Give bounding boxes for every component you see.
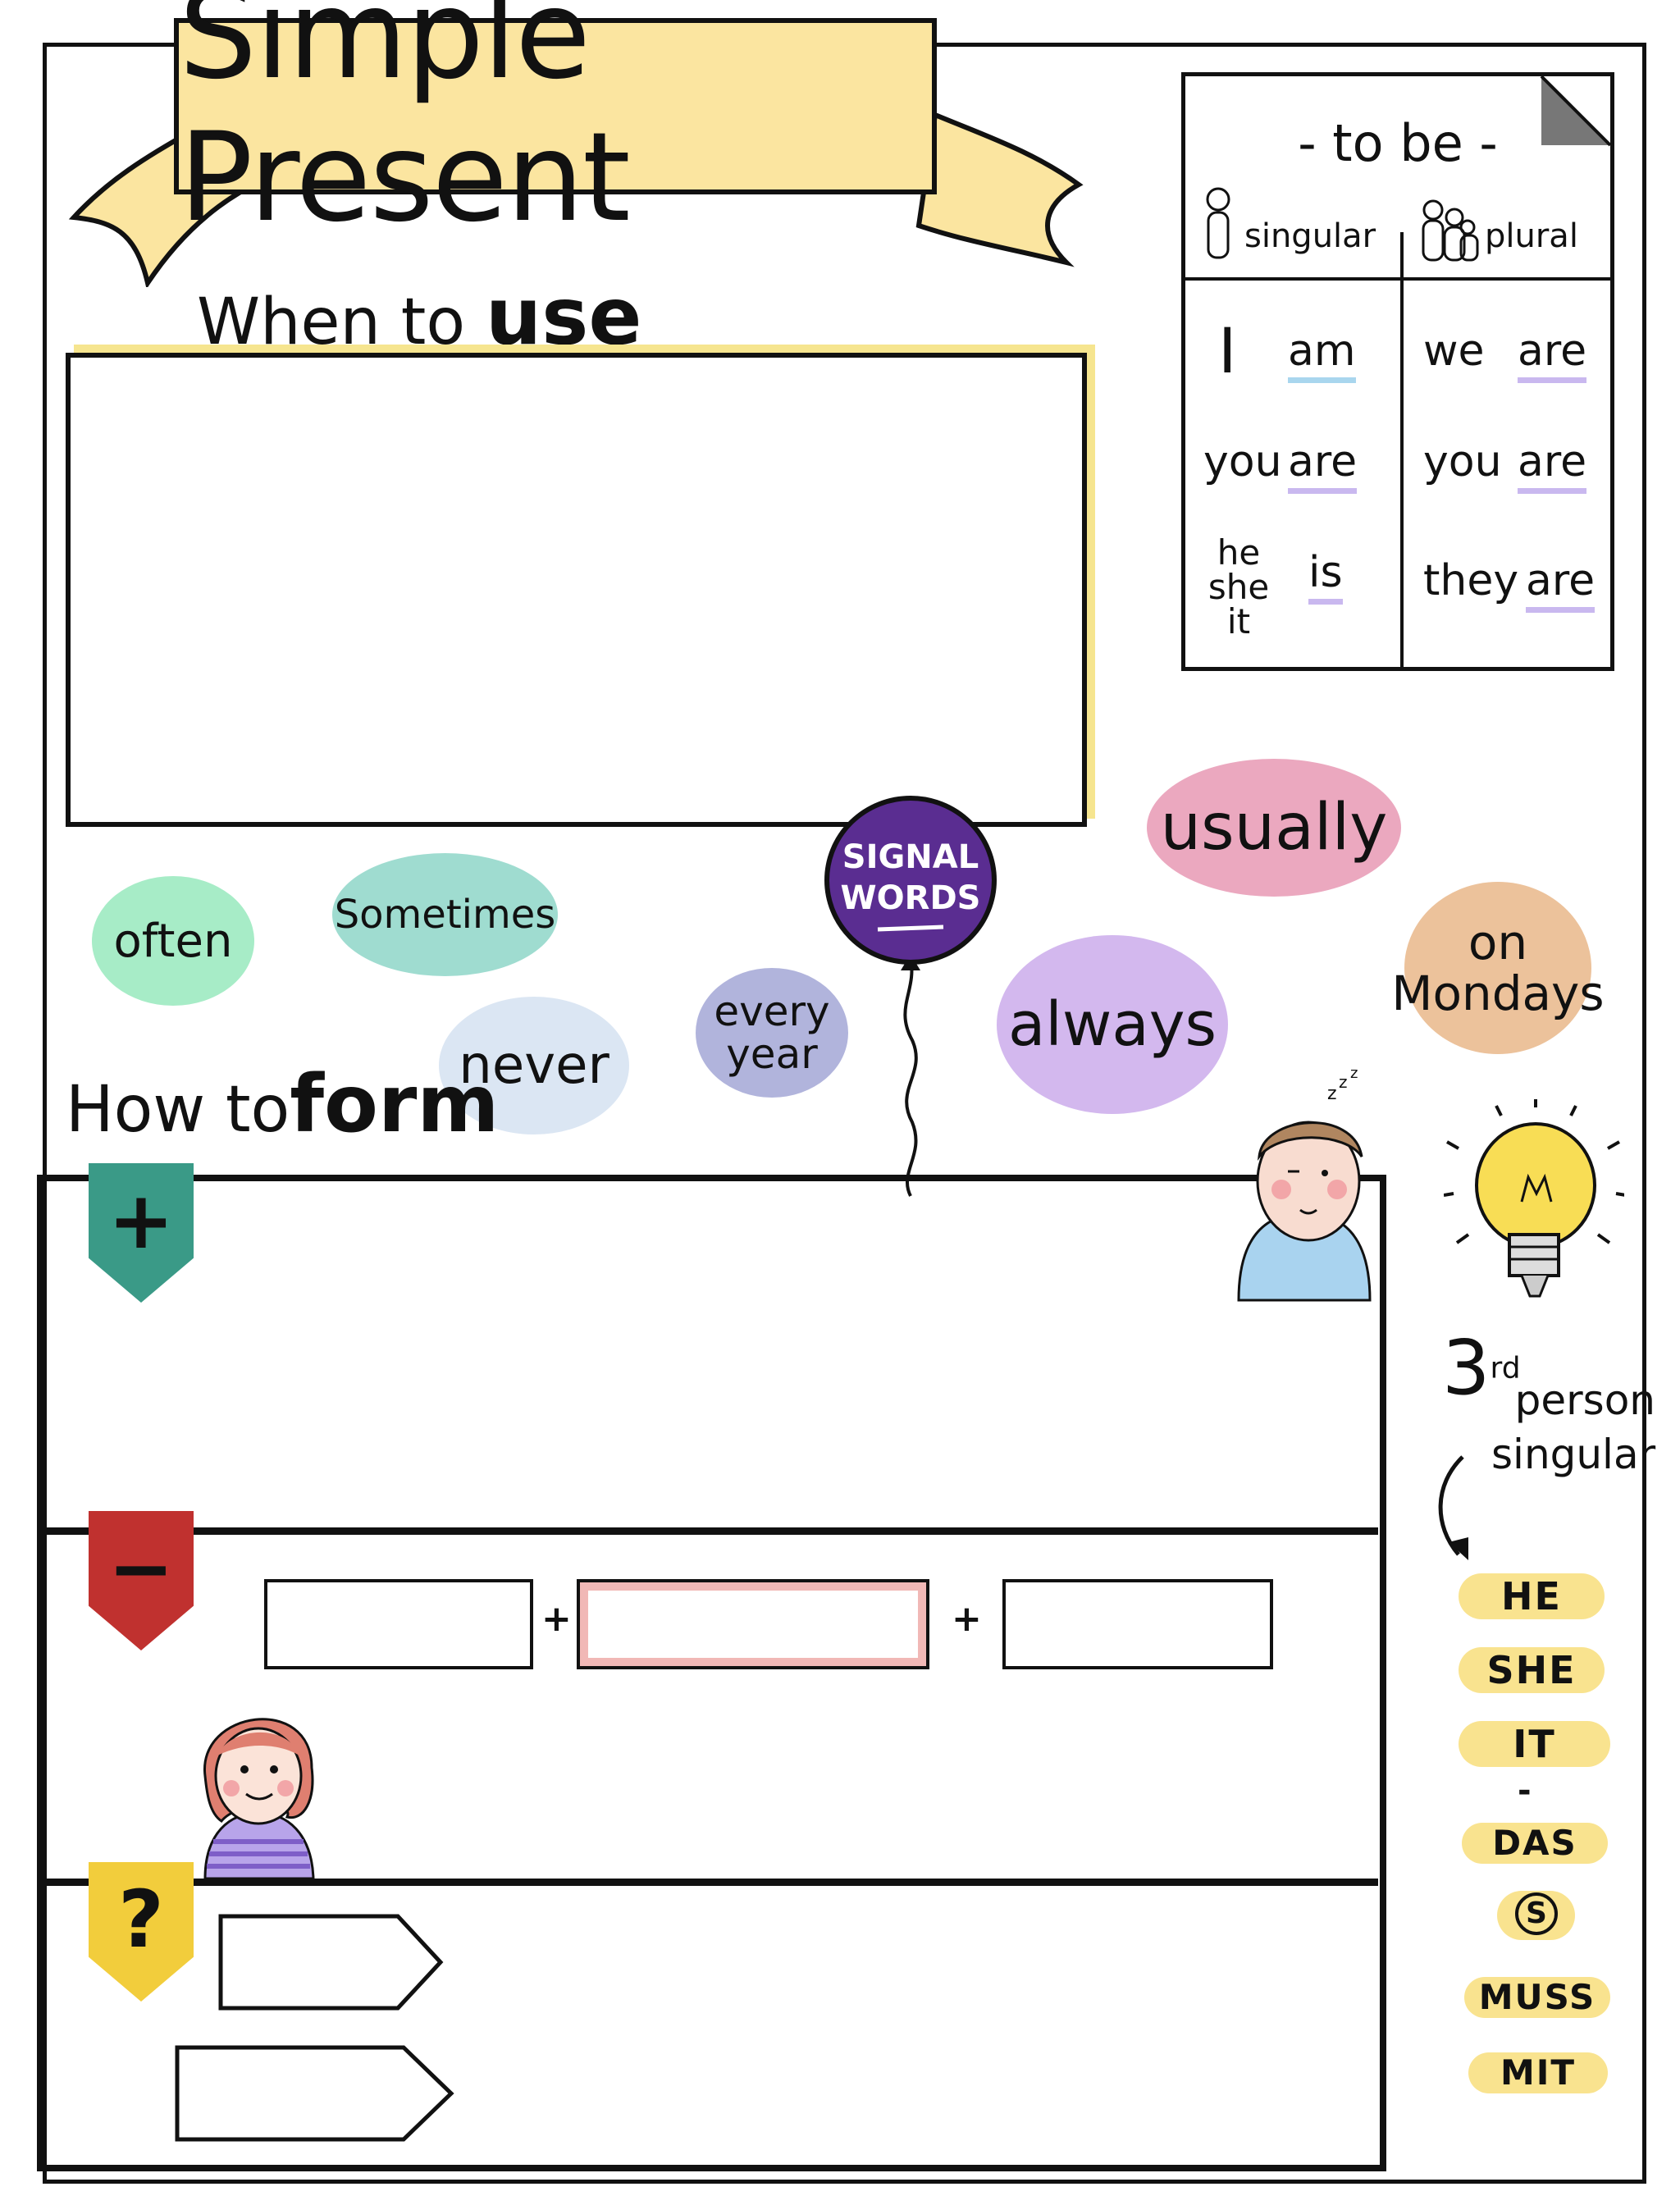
- svg-text:z: z: [1327, 1084, 1337, 1104]
- signal-word-on-mondays: on Mondays: [1391, 882, 1605, 1054]
- third-person-sup: rd: [1490, 1351, 1521, 1386]
- group-people-icon: [1422, 199, 1479, 262]
- singular-verb-3: is: [1308, 548, 1343, 605]
- signal-word-usually: usually: [1147, 759, 1401, 897]
- plural-verb-1: are: [1518, 326, 1587, 383]
- use-heading-prefix: When to: [197, 285, 466, 359]
- balloon-icon: [824, 796, 997, 1197]
- signal-words-balloon-label: SIGNAL WORDS: [840, 838, 981, 917]
- plural-pronoun-2: you: [1423, 437, 1502, 486]
- to-be-divider-horizontal: [1185, 277, 1610, 281]
- title-banner: Simple Present: [174, 0, 937, 249]
- form-heading-prefix: How to: [66, 1073, 290, 1147]
- mnemonic-s: S: [1515, 1892, 1558, 1935]
- signal-word-never: never: [439, 997, 629, 1134]
- third-person-number: 3: [1442, 1324, 1491, 1412]
- mnemonic-she: SHE: [1459, 1647, 1605, 1693]
- mnemonic-das: DAS: [1462, 1823, 1608, 1864]
- plus-icon: +: [107, 1175, 175, 1267]
- singular-label: singular: [1244, 217, 1376, 255]
- section-divider-1: [37, 1527, 1378, 1535]
- use-heading-bold: use: [485, 271, 642, 363]
- negative-slot-2[interactable]: [577, 1579, 929, 1669]
- question-arrow-box-1[interactable]: [217, 1911, 447, 2014]
- third-person-rest: person singular: [1491, 1376, 1656, 1478]
- plural-pronoun-1: we: [1423, 326, 1485, 376]
- form-heading-bold: form: [290, 1058, 500, 1150]
- girl-illustration: [203, 1718, 315, 1879]
- signal-word-every-year: every year: [696, 968, 848, 1098]
- positive-section[interactable]: [41, 1181, 1374, 1526]
- to-be-title: - to be -: [1298, 113, 1498, 173]
- page-corner-fold-icon: [1535, 75, 1612, 147]
- negative-slot-3[interactable]: [1002, 1579, 1273, 1669]
- singular-pronoun-1: I: [1218, 314, 1237, 387]
- light-bulb-icon: [1444, 1099, 1624, 1298]
- third-person-label: 3rd person singular: [1442, 1331, 1656, 1481]
- question-mark-icon: ?: [118, 1874, 164, 1965]
- curved-arrow-icon: [1438, 1455, 1468, 1560]
- svg-text:z: z: [1339, 1072, 1348, 1092]
- plus-sign-1: +: [541, 1598, 572, 1640]
- singular-pronoun-3: he she it: [1208, 532, 1270, 641]
- to-be-card: - to be - singular plural I am you are h…: [1181, 72, 1614, 671]
- sleepy-boy-illustration: z z z: [1237, 1066, 1372, 1302]
- plural-label: plural: [1485, 217, 1578, 255]
- to-be-divider-vertical: [1400, 232, 1404, 667]
- form-box: [37, 1175, 1386, 2171]
- mnemonic-mit: MIT: [1468, 2052, 1608, 2093]
- mnemonic-he: HE: [1459, 1573, 1605, 1619]
- page-title: Simple Present: [179, 0, 631, 249]
- plural-pronoun-3: they: [1423, 556, 1519, 605]
- plus-sign-2: +: [952, 1598, 982, 1640]
- negative-slot-1[interactable]: [264, 1579, 533, 1669]
- singular-verb-2: are: [1288, 437, 1358, 494]
- when-to-use-box[interactable]: [66, 353, 1087, 827]
- single-person-icon: [1206, 187, 1230, 259]
- minus-icon: −: [107, 1522, 175, 1614]
- mnemonic-dash: -: [1518, 1772, 1532, 1810]
- how-to-form-heading: How toform: [66, 1058, 499, 1150]
- mnemonic-muss: MUSS: [1464, 1977, 1610, 2018]
- ribbon-right-tail: [915, 111, 1084, 267]
- singular-verb-1: am: [1288, 326, 1356, 383]
- mnemonic-it: IT: [1459, 1721, 1610, 1767]
- question-arrow-box-2[interactable]: [174, 2043, 457, 2145]
- plural-verb-2: are: [1518, 437, 1587, 494]
- plural-verb-3: are: [1526, 556, 1596, 613]
- signal-word-sometimes: Sometimes: [332, 853, 558, 976]
- singular-pronoun-2: you: [1203, 437, 1282, 486]
- signal-word-often: often: [92, 876, 254, 1006]
- svg-text:z: z: [1350, 1066, 1358, 1082]
- section-divider-2: [37, 1879, 1378, 1886]
- when-to-use-heading: When to use: [197, 271, 641, 363]
- signal-word-always: always: [997, 935, 1228, 1114]
